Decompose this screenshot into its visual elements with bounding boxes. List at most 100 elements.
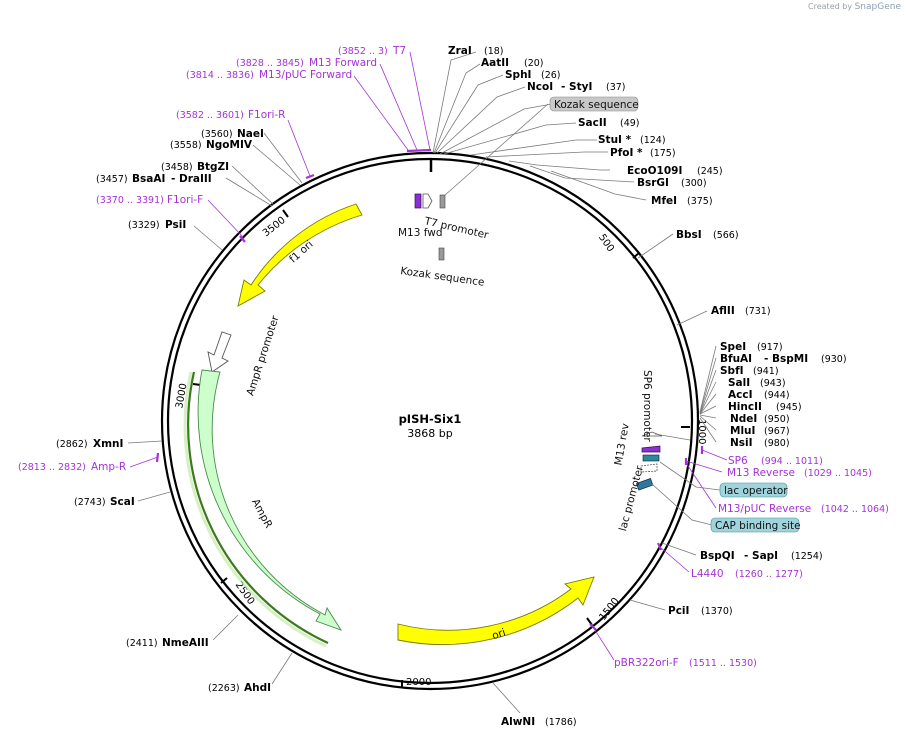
primer-t7: T7 (392, 45, 406, 57)
enzyme-stui-pos: (124) (640, 135, 666, 146)
enzyme-bsrgi: BsrGI (637, 177, 669, 189)
plasmid-name: pISH-Six1 (399, 412, 462, 426)
enzyme-ncoi: NcoI (527, 81, 553, 93)
primer-m13fwd: M13 Forward (309, 57, 377, 69)
enzyme-alwni-pos: (1786) (545, 717, 577, 728)
kozak-sequence-inner-label: Kozak sequence (400, 265, 486, 289)
lac-operator-box (719, 482, 788, 498)
primer-l4440: L4440 (691, 568, 724, 580)
enzyme-xmni-pos: (2862) (56, 439, 88, 450)
enzyme-ecoo109i: EcoO109I (627, 165, 682, 177)
enzyme-pfoi-pos: (175) (650, 148, 676, 159)
primer-m13fwd-pos: (3828 .. 3845) (236, 58, 304, 69)
enzyme-labels: ZraI (18) AatII (20) SphI (26) NcoI - St… (56, 45, 847, 728)
ori-label: ori (491, 627, 508, 643)
primer-f1orif-pos: (3370 .. 3391) (96, 195, 164, 206)
enzyme-hincii-pos: (945) (776, 402, 802, 413)
lac-operator-box-label: lac operator (724, 485, 788, 497)
sp6-promoter-label: SP6 promoter (641, 370, 653, 442)
primer-sp6: SP6 (728, 455, 748, 467)
primer-l4440-pos: (1260 .. 1277) (735, 569, 803, 580)
primer-f1orir: F1ori-R (248, 109, 285, 121)
enzyme-mlui: MluI (730, 425, 755, 437)
ori-feature[interactable] (397, 576, 595, 646)
enzyme-sbfi: SbfI (720, 365, 744, 377)
enzyme-spei-pos: (917) (757, 342, 783, 353)
enzyme-ngomiv-pos: (3558) (170, 140, 202, 151)
ampr-promoter-label: AmpR promoter (244, 314, 281, 398)
primer-m13rev-pos: (1029 .. 1045) (804, 468, 872, 479)
tick-label-1000: 1000 (696, 419, 707, 444)
enzyme-aflii: AflII (711, 305, 735, 317)
enzyme-nsii-pos: (980) (764, 438, 790, 449)
enzyme-leaders (127, 51, 717, 714)
enzyme-acci: AccI (728, 389, 752, 401)
enzyme-alwni: AlwNI (501, 716, 535, 728)
enzyme-scai-pos: (2743) (74, 497, 106, 508)
t7-promoter-feature[interactable] (422, 193, 433, 209)
enzyme-stui: StuI * (598, 134, 632, 146)
enzyme-ecoo109i-pos: (245) (697, 166, 723, 177)
kozak-box-label: Kozak sequence (554, 99, 639, 111)
enzyme-ndei: NdeI (730, 413, 757, 425)
enzyme-bbsi: BbsI (676, 229, 702, 241)
primer-pbr322orif-pos: (1511 .. 1530) (689, 658, 757, 669)
cap-binding-site-feature[interactable] (636, 478, 654, 491)
f1-ori-feature[interactable] (237, 203, 363, 307)
enzyme-zrai: ZraI (448, 45, 472, 57)
feature-leaders (443, 103, 721, 526)
primer-t7-pos: (3852 .. 3) (338, 46, 388, 57)
enzyme-bbsi-pos: (566) (713, 230, 739, 241)
enzyme-bspqi-extra: - SapI (744, 550, 778, 562)
lac-operator-feature[interactable] (642, 454, 660, 462)
enzyme-sacii: SacII (578, 117, 607, 129)
enzyme-pcii: PciI (668, 605, 689, 617)
m13-rev-feature[interactable] (641, 445, 661, 453)
lac-promoter-feature[interactable] (640, 463, 658, 473)
enzyme-ncoi-extra: - StyI (561, 81, 592, 93)
snapgene-credit: Created by SnapGene (808, 2, 901, 12)
primer-pbr322orif: pBR322ori-F (614, 657, 679, 669)
enzyme-aatii-pos: (20) (524, 58, 544, 69)
m13-fwd-feature[interactable] (414, 193, 422, 209)
primer-f1orif: F1ori-F (167, 194, 203, 206)
cap-binding-box-label: CAP binding site (715, 520, 801, 532)
primer-m13pucrev: M13/pUC Reverse (718, 503, 811, 515)
m13-fwd-label: M13 fwd (398, 227, 443, 239)
enzyme-zrai-pos: (18) (484, 46, 504, 57)
enzyme-bsaai-extra: - DraIII (171, 173, 212, 185)
plasmid-length: 3868 bp (407, 427, 452, 440)
ampr-promoter-feature[interactable] (207, 331, 232, 373)
enzyme-ncoi-pos: (37) (606, 82, 626, 93)
enzyme-bfuai: BfuAI (720, 353, 752, 365)
enzyme-sali: SalI (728, 377, 750, 389)
enzyme-bsrgi-pos: (300) (681, 178, 707, 189)
backbone-outer-ring (160, 151, 700, 691)
enzyme-hincii: HincII (728, 401, 762, 413)
enzyme-scai: ScaI (110, 496, 135, 508)
ampr-feature[interactable] (197, 369, 343, 631)
primer-leaders (129, 51, 728, 661)
tick-label-2000: 2000 (406, 677, 431, 688)
kozak-sequence-feature[interactable] (438, 247, 445, 261)
enzyme-bsaai: BsaAI (132, 173, 165, 185)
enzyme-ndei-pos: (950) (764, 414, 790, 425)
enzyme-bfuai-pos: (930) (821, 354, 847, 365)
enzyme-bfuai-extra: - BspMI (764, 353, 808, 365)
enzyme-sphi-pos: (26) (541, 70, 561, 81)
primer-ampr: Amp-R (91, 461, 126, 473)
primer-m13pucfwd: M13/pUC Forward (259, 69, 352, 81)
enzyme-mfei-pos: (375) (687, 196, 713, 207)
enzyme-ngomiv: NgoMIV (206, 139, 253, 151)
enzyme-nmeaiii-pos: (2411) (126, 638, 158, 649)
enzyme-xmni: XmnI (93, 438, 123, 450)
enzyme-sphi: SphI (505, 69, 531, 81)
cap-binding-box (710, 517, 800, 533)
enzyme-mlui-pos: (967) (764, 426, 790, 437)
kozak-sequence-feature-top[interactable] (439, 194, 446, 209)
enzyme-naei-pos: (3560) (201, 129, 233, 140)
enzyme-nsii: NsiI (730, 437, 753, 449)
lac-promoter-label: lac promoter (617, 464, 646, 533)
backbone-inner-ring (166, 157, 694, 685)
enzyme-pcii-pos: (1370) (701, 606, 733, 617)
